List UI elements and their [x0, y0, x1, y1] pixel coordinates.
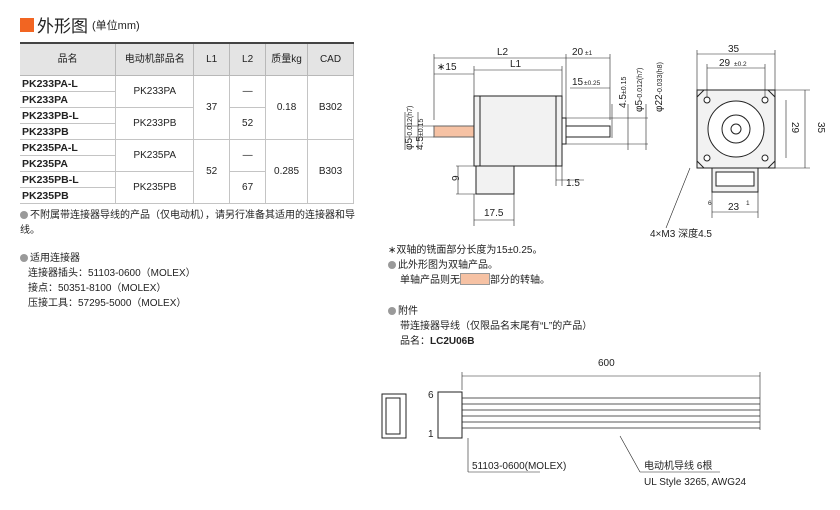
- dim-23: 23: [728, 202, 740, 213]
- connector-title: 适用连接器: [30, 253, 80, 264]
- model-cell: PK233PA-L: [20, 75, 117, 92]
- motor-part-cell: PK235PA: [115, 139, 195, 172]
- shaft-circle: [730, 123, 742, 135]
- dim-1-5: 1.5: [566, 178, 580, 189]
- dim-15: 15: [572, 77, 584, 88]
- drawing-notes: ∗双轴的铣面部分长度为15±0.25。 此外形图为双轴产品。 单轴产品则无 部分的…: [388, 243, 550, 288]
- dim-35-right: 35: [815, 122, 826, 134]
- cable-pin-6: 6: [428, 390, 434, 401]
- accessory-notes: 附件 带连接器导线（仅限品名末尾有“L”的产品） 品名：LC2U06B: [388, 304, 592, 349]
- col-header-l2: L2: [229, 42, 267, 76]
- front-pin-1: 1: [746, 200, 750, 207]
- dim-29-top: 29: [719, 58, 731, 69]
- table-row: PK235PA-L PK235PA 52 — 0.285 B303: [20, 139, 354, 204]
- flat-note: ∗双轴的铣面部分长度为15±0.25。: [388, 245, 543, 256]
- table-row: PK235PB-L PK235PB 67: [20, 171, 354, 204]
- table-row: PK233PB: [20, 123, 354, 140]
- front-pin-6: 6: [708, 200, 712, 207]
- bullet-icon: [388, 261, 396, 269]
- model-cell: PK235PB: [20, 187, 117, 204]
- pilot-dia: φ22-0.033(h8): [654, 62, 665, 112]
- spec-table: 品名 电动机部品名 L1 L2 质量kg CAD PK233PA-L PK233…: [20, 42, 354, 204]
- motor-part-cell: PK233PA: [115, 75, 195, 108]
- bullet-icon: [388, 307, 396, 315]
- bullet-icon: [20, 254, 28, 262]
- cable-pin-1: 1: [428, 429, 434, 440]
- col-header-model: 品名: [20, 42, 117, 76]
- title-marker: [20, 17, 34, 32]
- cable-wire-label: 电动机导线 6根: [644, 459, 712, 472]
- connector-box: [475, 165, 515, 195]
- front-shaft-dia: φ5-0.012(h7): [634, 68, 645, 112]
- no-connector-text: 不附属带连接器导线的产品（仅电动机），请另行准备其适用的连接器和导线。: [20, 210, 355, 236]
- model-cell: PK233PB: [20, 123, 117, 140]
- dim-star15: ∗15: [437, 62, 457, 73]
- cable-spec-label: UL Style 3265, AWG24: [644, 477, 747, 488]
- l2-cell: 67: [229, 171, 267, 204]
- shaft-color-swatch: [460, 273, 490, 285]
- single-shaft-post: 部分的转轴。: [490, 275, 550, 286]
- connector-housing: 连接器插头：51103-0600（MOLEX）: [28, 268, 196, 279]
- cable-connector: [437, 391, 463, 439]
- cable-wires: [462, 397, 760, 429]
- dim-20-tol: ±1: [585, 50, 593, 57]
- table-row: PK235PB: [20, 187, 354, 204]
- col-header-motor-part: 电动机部品名: [115, 42, 195, 76]
- motor-part-cell: PK235PB: [115, 171, 195, 204]
- rear-shaft: [433, 125, 475, 138]
- dim-15-tol: ±0.25: [584, 80, 601, 87]
- bullet-icon: [20, 211, 28, 219]
- mount-hole-note: 4×M3 深度4.5: [650, 227, 712, 240]
- col-header-l1: L1: [193, 42, 231, 76]
- connector-note: 不附属带连接器导线的产品（仅电动机），请另行准备其适用的连接器和导线。: [20, 208, 360, 238]
- dim-4-5-left: 4.5±0.15: [415, 119, 426, 150]
- motor-body: [473, 95, 563, 167]
- unit-label: (单位mm): [92, 19, 140, 32]
- page-title: 外形图: [37, 17, 88, 36]
- accessory-name: LC2U06B: [430, 336, 475, 347]
- dim-29-right: 29: [789, 122, 800, 134]
- l1-cell: 52: [193, 139, 231, 204]
- l2-cell: 52: [229, 107, 267, 140]
- dim-20: 20: [572, 47, 584, 58]
- rear-shaft-dia: φ5-0.012(h7): [404, 106, 415, 150]
- dim-35-top: 35: [728, 44, 740, 55]
- accessory-title: 附件: [398, 306, 418, 317]
- dim-29-tol: ±0.2: [734, 61, 747, 68]
- single-shaft-pre: 单轴产品则无: [400, 275, 460, 286]
- table-header-row: 品名 电动机部品名 L1 L2 质量kg CAD: [20, 42, 354, 76]
- dual-shaft-note: 此外形图为双轴产品。: [398, 260, 498, 271]
- dim-9: 9: [451, 175, 462, 181]
- motor-part-cell: PK233PB: [115, 107, 195, 140]
- dim-4-5-right: 4.5±0.15: [618, 77, 629, 108]
- cable-length: 600: [598, 358, 615, 369]
- accessory-desc: 带连接器导线（仅限品名末尾有“L”的产品）: [400, 321, 593, 332]
- connector-contact: 接点：50351-8100（MOLEX）: [28, 283, 167, 294]
- dim-17-5: 17.5: [484, 208, 504, 219]
- dim-l1: L1: [510, 59, 522, 70]
- model-cell: PK235PB-L: [20, 171, 117, 188]
- applicable-connector: 适用连接器 连接器插头：51103-0600（MOLEX） 接点：50351-8…: [20, 251, 196, 311]
- cable-housing-label: 51103-0600(MOLEX): [472, 461, 566, 472]
- dim-l2: L2: [497, 47, 509, 58]
- mass-cell: 0.18: [265, 75, 309, 140]
- accessory-name-label: 品名：: [400, 336, 430, 347]
- cad-cell: B303: [307, 139, 354, 204]
- section-title: 外形图 (单位mm): [20, 12, 140, 37]
- crimp-tool: 压接工具：57295-5000（MOLEX）: [28, 298, 187, 309]
